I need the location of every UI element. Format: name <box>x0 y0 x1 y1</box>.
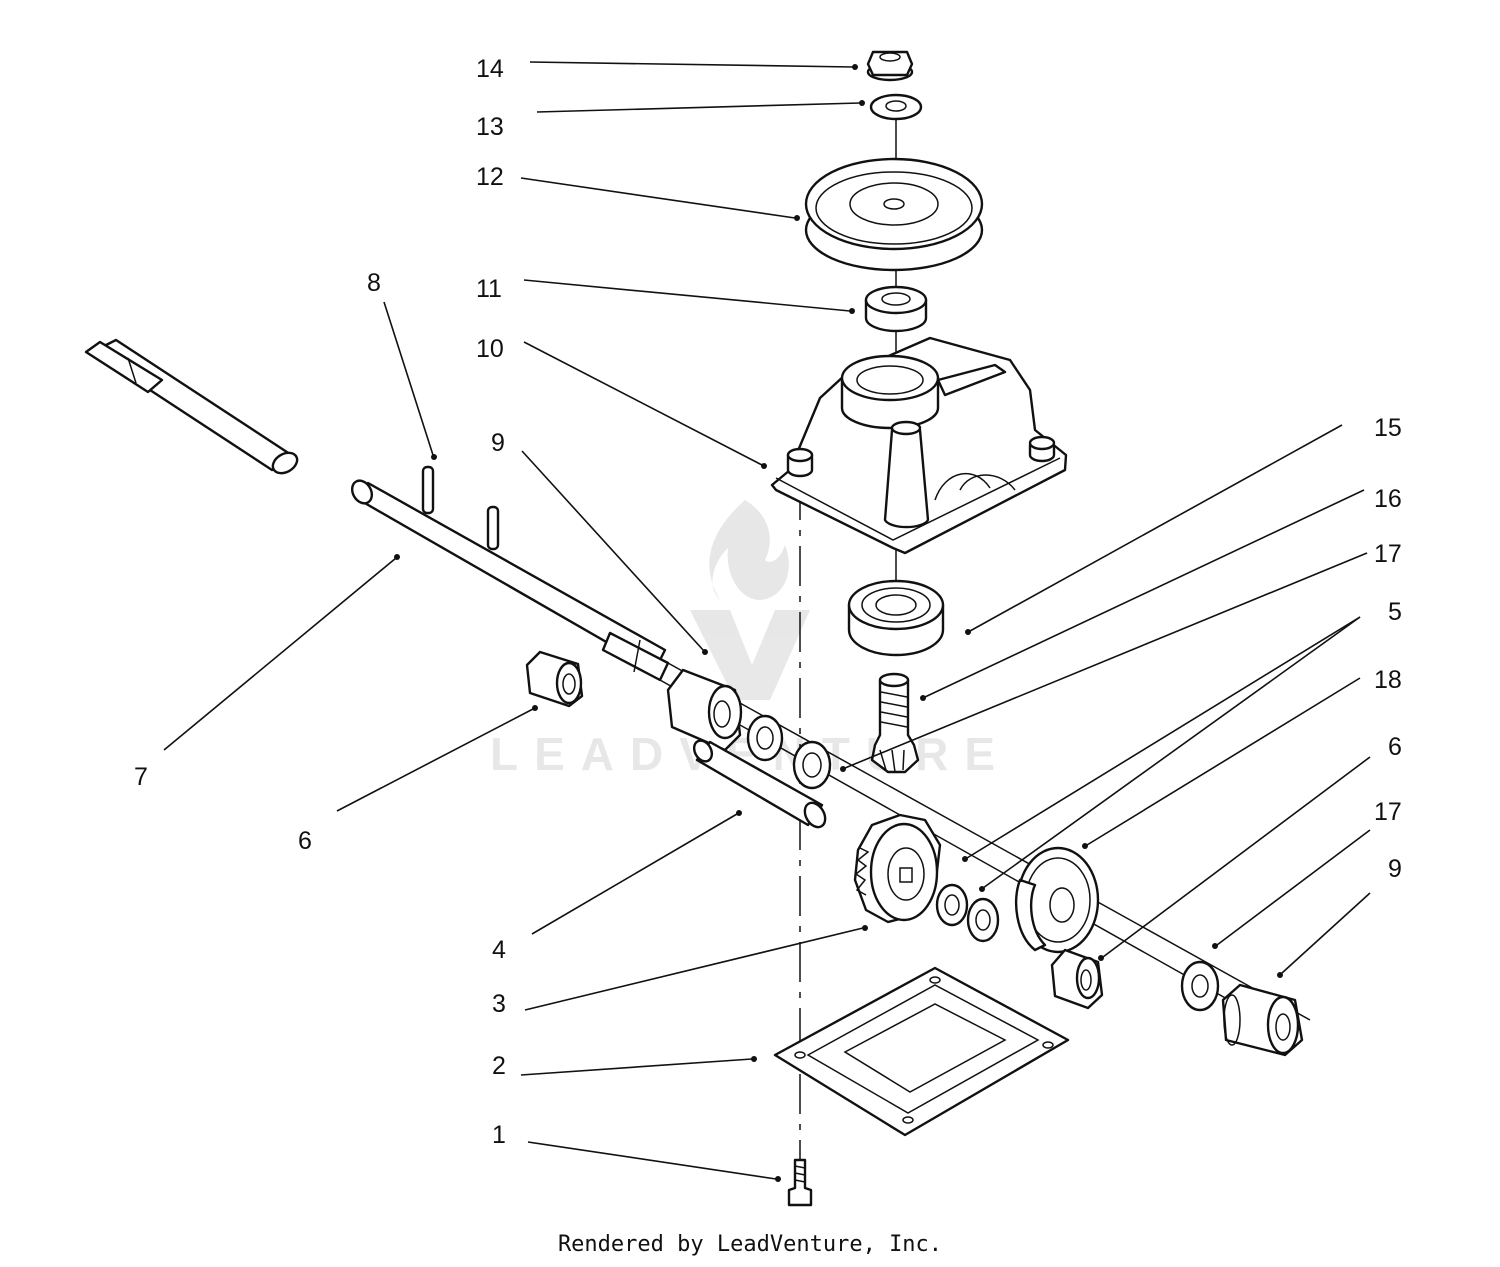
callout-9-lower: 9 <box>1388 855 1402 883</box>
part-spacer <box>864 285 928 333</box>
callout-13: 13 <box>476 113 504 141</box>
callout-6-right: 6 <box>1388 733 1402 761</box>
callout-10: 10 <box>476 335 504 363</box>
callout-18: 18 <box>1374 666 1402 694</box>
part-spur-gear <box>1014 846 1100 954</box>
callout-12: 12 <box>476 163 504 191</box>
callout-1: 1 <box>492 1121 506 1149</box>
part-bushing-9-left <box>666 668 743 752</box>
part-shaft-upper <box>84 338 299 475</box>
part-flange-nut <box>866 50 914 82</box>
callout-3: 3 <box>492 990 506 1018</box>
leadventure-flame-logo <box>690 500 810 700</box>
part-gear-case-housing <box>770 336 1068 555</box>
callout-11: 11 <box>476 275 502 303</box>
callout-9-upper: 9 <box>491 429 505 457</box>
part-bearing <box>847 579 945 657</box>
part-gasket-cover <box>773 966 1070 1137</box>
part-bevel-gear <box>853 813 942 924</box>
footer-credit: Rendered by LeadVenture, Inc. <box>557 1232 943 1257</box>
callout-4: 4 <box>492 936 506 964</box>
part-bushing-right <box>1050 948 1104 1010</box>
callout-numbers: 14 13 12 11 10 8 9 15 16 17 5 18 6 17 9 … <box>134 55 1402 1149</box>
callout-17-upper: 17 <box>1374 540 1402 568</box>
part-washers-5 <box>935 883 1000 943</box>
callout-15: 15 <box>1374 414 1402 442</box>
part-screw <box>787 1158 813 1207</box>
part-stub-shaft <box>692 739 827 829</box>
callout-5: 5 <box>1388 598 1402 626</box>
part-pulley <box>804 157 984 272</box>
callout-6-left: 6 <box>298 827 312 855</box>
part-bushing-9-right <box>1221 983 1304 1057</box>
part-pinion-gear <box>870 672 920 774</box>
callout-17-lower: 17 <box>1374 798 1402 826</box>
leader-lines <box>163 61 1371 1182</box>
callout-2: 2 <box>492 1052 506 1080</box>
part-washer-13 <box>869 93 923 121</box>
part-washer-17-left <box>746 714 832 790</box>
part-bushing-left <box>525 650 584 708</box>
callout-14: 14 <box>476 55 504 83</box>
callout-7: 7 <box>134 763 148 791</box>
part-washer-17-right <box>1180 960 1220 1012</box>
callout-16: 16 <box>1374 485 1402 513</box>
callout-8: 8 <box>367 269 381 297</box>
